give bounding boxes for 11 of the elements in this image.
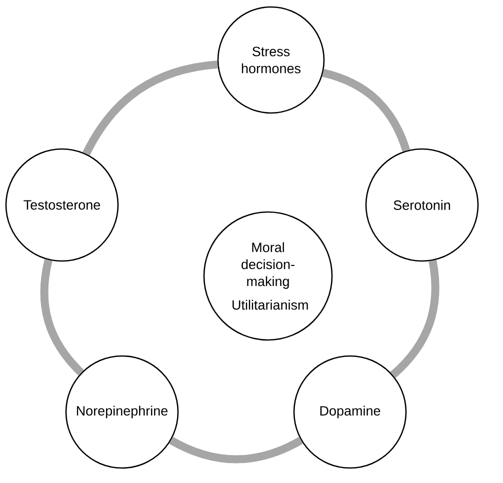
circle-node: Dopamine <box>293 355 407 469</box>
ring-segment <box>322 68 410 152</box>
circle-node: Serotonin <box>365 148 479 262</box>
ring-segment <box>390 260 440 378</box>
circle-node: Moral decision-making Utilitarianism <box>203 211 333 341</box>
ring-segment <box>82 60 218 156</box>
circle-node: Norepinephrine <box>65 355 179 469</box>
ring-segment <box>40 259 84 376</box>
ring-segment <box>169 436 303 464</box>
circle-node: Stress hormones <box>217 6 325 114</box>
circle-node: Testosterone <box>5 148 119 262</box>
